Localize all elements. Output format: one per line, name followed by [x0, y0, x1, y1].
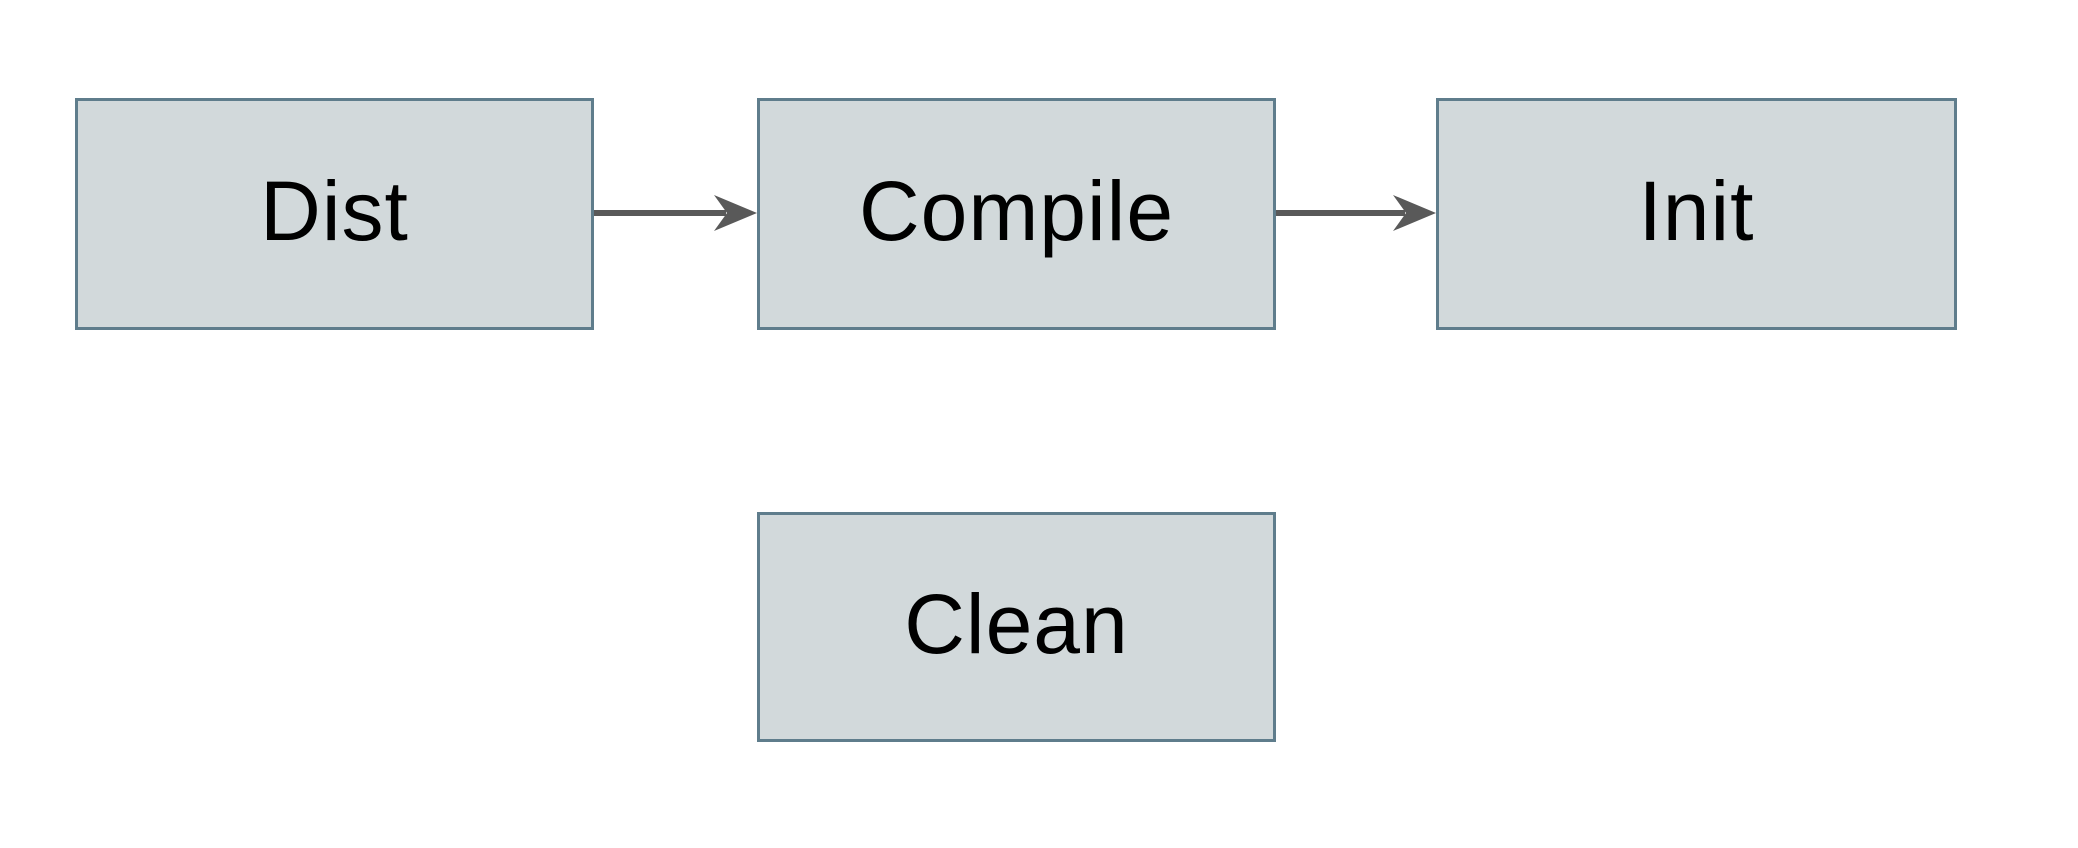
node-dist[interactable]: Dist [75, 98, 594, 330]
node-init-label: Init [1638, 164, 1755, 258]
node-compile[interactable]: Compile [757, 98, 1276, 330]
node-init[interactable]: Init [1436, 98, 1957, 330]
node-dist-label: Dist [260, 164, 409, 258]
node-compile-label: Compile [858, 164, 1175, 258]
arrow-compile-to-init-icon [1276, 195, 1436, 231]
node-clean[interactable]: Clean [757, 512, 1276, 742]
node-clean-label: Clean [904, 577, 1129, 671]
arrow-dist-to-compile-icon [594, 195, 757, 231]
